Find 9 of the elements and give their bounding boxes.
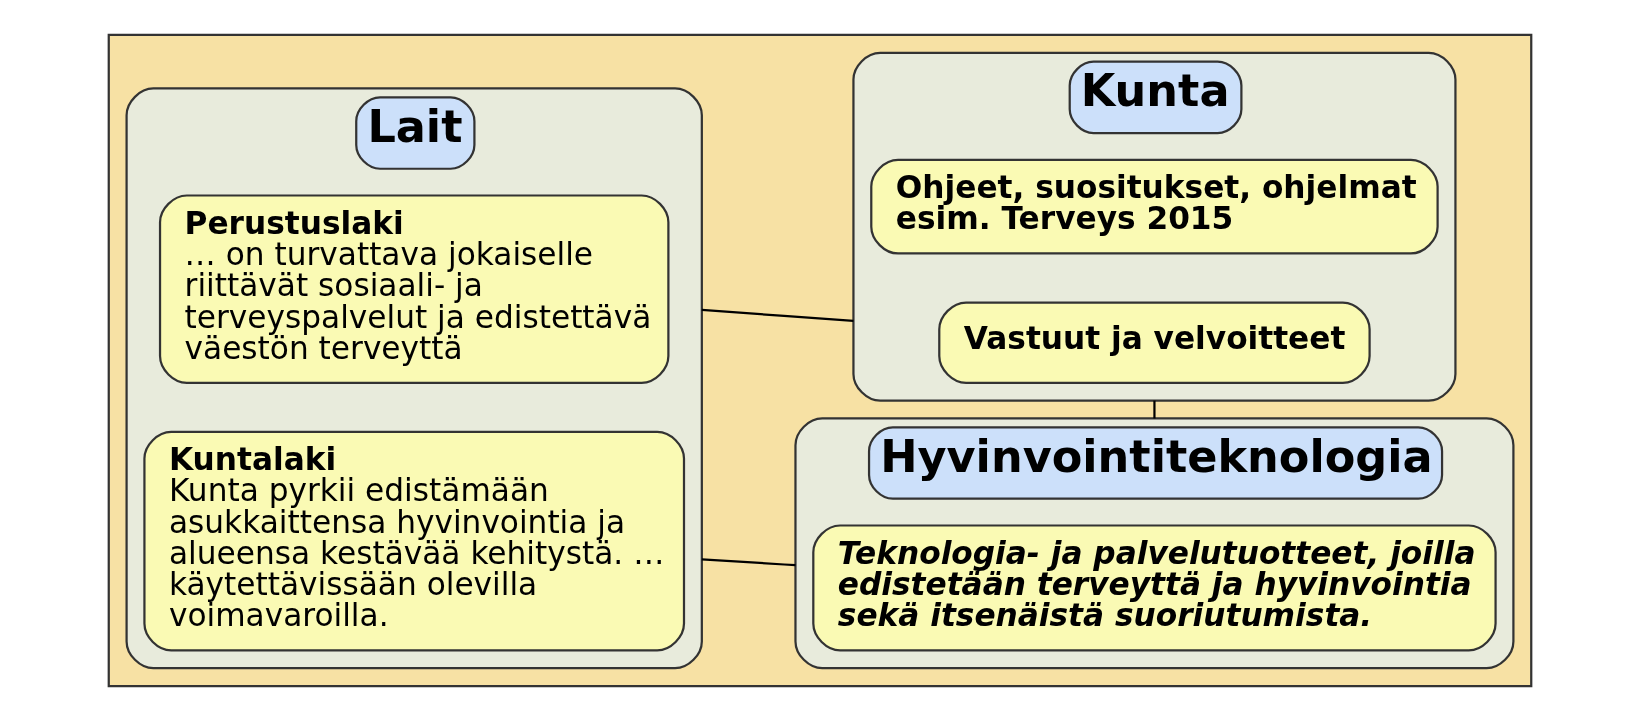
node-box: Vastuut ja velvoitteet bbox=[938, 301, 1371, 384]
node-box: Perustuslaki … on turvattava jokaiselle riittävät sosiaali- ja terveyspalvelut ja edistettävä väestön terveyttä bbox=[158, 194, 670, 384]
cluster bbox=[107, 33, 1533, 688]
node-box: Kuntalaki Kunta pyrkii edistämään asukkaittensa hyvinvointia ja alueensa kestävää kehitystä. … käytettävissään olevilla voimavaroilla. bbox=[143, 430, 686, 652]
connector bbox=[1153, 400, 1156, 419]
node-box: Teknologia- ja palvelutuotteet, joilla edistetään terveyttä ja hyvinvointia sekä itsenäistä suoriutumista. bbox=[812, 524, 1497, 652]
connector bbox=[701, 308, 854, 323]
connector bbox=[701, 558, 796, 567]
node-box: Ohjeet, suositukset, ohjelmat esim. Terveys 2015 bbox=[870, 158, 1439, 255]
